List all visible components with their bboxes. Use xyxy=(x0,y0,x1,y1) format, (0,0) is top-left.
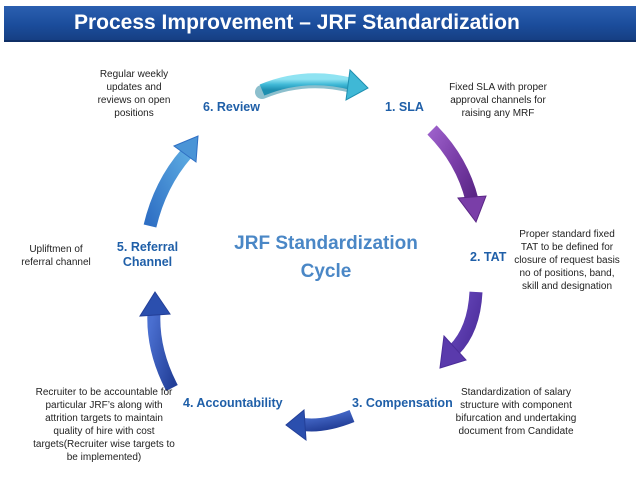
note-line: structure with component xyxy=(460,400,572,411)
note-line: be implemented) xyxy=(66,452,142,463)
note-line: skill and designation xyxy=(521,281,613,292)
note-sla: Fixed SLA with proper approval channels … xyxy=(442,81,554,120)
step-review-label: 6. Review xyxy=(203,100,260,114)
note-tat: Proper standard fixed TAT to be defined … xyxy=(504,228,630,293)
step-accountability-label: 4. Accountability xyxy=(183,396,283,410)
note-line: raising any MRF xyxy=(461,108,535,119)
note-line: quality of hire with cost xyxy=(53,426,155,437)
center-title-line1: JRF Standardization xyxy=(234,233,418,254)
arrow-sla-to-tat xyxy=(427,125,487,224)
title-bar: Process Improvement – JRF Standardizatio… xyxy=(4,6,636,42)
note-line: referral channel xyxy=(21,257,91,268)
note-line: reviews on open xyxy=(97,95,171,106)
arrow-referral-to-review xyxy=(143,135,199,228)
note-line: particular JRF’s along with xyxy=(45,400,163,411)
note-accountability: Recruiter to be accountable for particul… xyxy=(24,386,184,464)
note-line: updates and xyxy=(106,82,162,93)
cycle-center-title: JRF Standardization Cycle xyxy=(226,230,426,286)
note-line: attrition targets to maintain xyxy=(45,413,163,424)
center-title-line2: Cycle xyxy=(300,261,352,282)
note-review: Regular weekly updates and reviews on op… xyxy=(88,68,180,120)
step-referral-line1: 5. Referral xyxy=(116,240,179,254)
note-line: document from Candidate xyxy=(458,426,574,437)
note-line: approval channels for xyxy=(450,95,546,106)
arrow-tat-to-compensation xyxy=(439,291,483,369)
step-referral-line2: Channel xyxy=(122,255,173,269)
note-line: TAT to be defined for xyxy=(520,242,614,253)
note-line: Fixed SLA with proper xyxy=(449,82,547,93)
arrow-accountability-to-referral xyxy=(139,291,178,392)
arrow-review-to-sla xyxy=(255,68,369,101)
note-line: Regular weekly xyxy=(99,69,169,80)
note-referral: Upliftmen of referral channel xyxy=(14,243,98,269)
step-referral-label: 5. Referral Channel xyxy=(110,240,185,270)
step-sla-label: 1. SLA xyxy=(385,100,424,114)
note-line: targets(Recruiter wise targets to xyxy=(33,439,175,450)
note-line: bifurcation and undertaking xyxy=(455,413,577,424)
note-compensation: Standardization of salary structure with… xyxy=(448,386,584,438)
note-line: positions xyxy=(114,108,154,119)
arrow-compensation-to-accountability xyxy=(285,408,355,442)
step-tat-label: 2. TAT xyxy=(470,250,507,264)
note-line: no of positions, band, xyxy=(519,268,615,279)
note-line: Recruiter to be accountable for xyxy=(35,387,173,398)
note-line: Upliftmen of xyxy=(29,244,83,255)
note-line: Proper standard fixed xyxy=(519,229,615,240)
step-compensation-label: 3. Compensation xyxy=(352,396,453,410)
note-line: closure of request basis xyxy=(514,255,620,266)
page-title: Process Improvement – JRF Standardizatio… xyxy=(74,11,520,34)
note-line: Standardization of salary xyxy=(460,387,572,398)
